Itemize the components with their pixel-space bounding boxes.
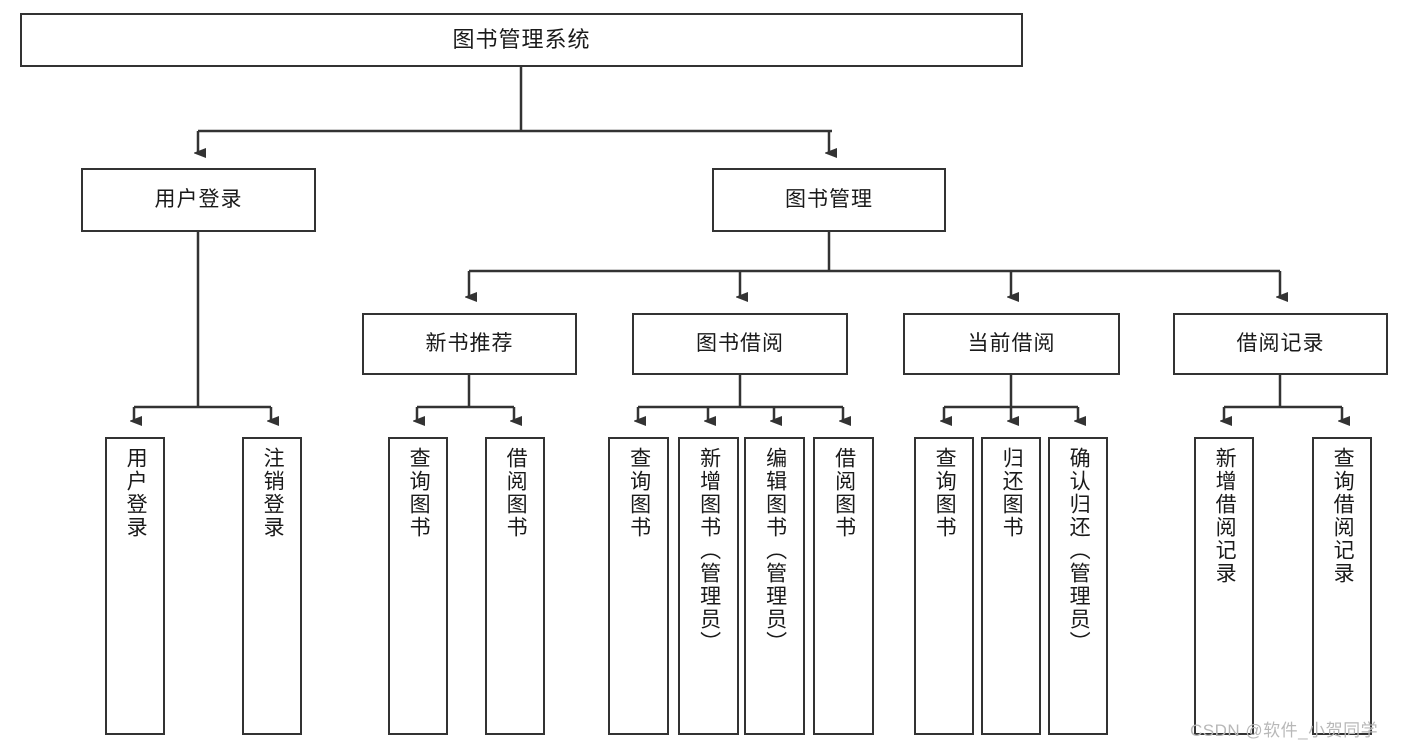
node-label: 图书借阅 bbox=[696, 332, 784, 356]
node-book-borrow[interactable]: 图书借阅 bbox=[632, 313, 848, 375]
node-leaf-edit-book[interactable]: 编辑图书（管理员） bbox=[744, 437, 805, 735]
node-root-title[interactable]: 图书管理系统 bbox=[20, 13, 1023, 67]
node-label: 查询图书 bbox=[627, 447, 651, 539]
node-label: 注销登录 bbox=[261, 447, 285, 539]
node-current-borrow[interactable]: 当前借阅 bbox=[903, 313, 1120, 375]
node-label: 查询借阅记录 bbox=[1331, 447, 1355, 585]
node-leaf-borrow-book-2[interactable]: 借阅图书 bbox=[813, 437, 874, 735]
node-label: 借阅记录 bbox=[1236, 332, 1325, 356]
node-new-book-recommend[interactable]: 新书推荐 bbox=[362, 313, 577, 375]
node-label: 当前借阅 bbox=[967, 332, 1056, 356]
node-label: 归还图书 bbox=[1000, 447, 1024, 539]
node-leaf-query-book-1[interactable]: 查询图书 bbox=[388, 437, 448, 735]
csdn-watermark: CSDN @软件_小贺同学 bbox=[1190, 721, 1379, 740]
node-label: 查询图书 bbox=[933, 447, 957, 539]
node-leaf-user-login[interactable]: 用户登录 bbox=[105, 437, 165, 735]
node-label: 用户登录 bbox=[154, 188, 243, 212]
node-leaf-add-record[interactable]: 新增借阅记录 bbox=[1194, 437, 1254, 735]
node-leaf-confirm-return[interactable]: 确认归还（管理员） bbox=[1048, 437, 1108, 735]
node-label: 确认归还（管理员） bbox=[1067, 447, 1091, 654]
node-leaf-return-book[interactable]: 归还图书 bbox=[981, 437, 1041, 735]
node-leaf-query-book-3[interactable]: 查询图书 bbox=[914, 437, 974, 735]
node-leaf-query-book-2[interactable]: 查询图书 bbox=[608, 437, 669, 735]
node-label: 图书管理 bbox=[785, 188, 873, 212]
node-label: 新增图书（管理员） bbox=[697, 447, 721, 654]
node-label: 用户登录 bbox=[124, 447, 148, 539]
node-borrow-record[interactable]: 借阅记录 bbox=[1173, 313, 1388, 375]
node-label: 查询图书 bbox=[407, 447, 431, 539]
node-label: 新书推荐 bbox=[425, 332, 514, 356]
node-label: 编辑图书（管理员） bbox=[763, 447, 787, 654]
node-leaf-borrow-book-1[interactable]: 借阅图书 bbox=[485, 437, 545, 735]
node-user-login[interactable]: 用户登录 bbox=[81, 168, 316, 232]
node-leaf-logout[interactable]: 注销登录 bbox=[242, 437, 302, 735]
node-leaf-add-book[interactable]: 新增图书（管理员） bbox=[678, 437, 739, 735]
node-label: 图书管理系统 bbox=[452, 26, 591, 52]
node-book-manage[interactable]: 图书管理 bbox=[712, 168, 946, 232]
node-label: 新增借阅记录 bbox=[1213, 447, 1237, 585]
node-label: 借阅图书 bbox=[832, 447, 856, 539]
node-leaf-query-record[interactable]: 查询借阅记录 bbox=[1312, 437, 1372, 735]
node-label: 借阅图书 bbox=[504, 447, 528, 539]
